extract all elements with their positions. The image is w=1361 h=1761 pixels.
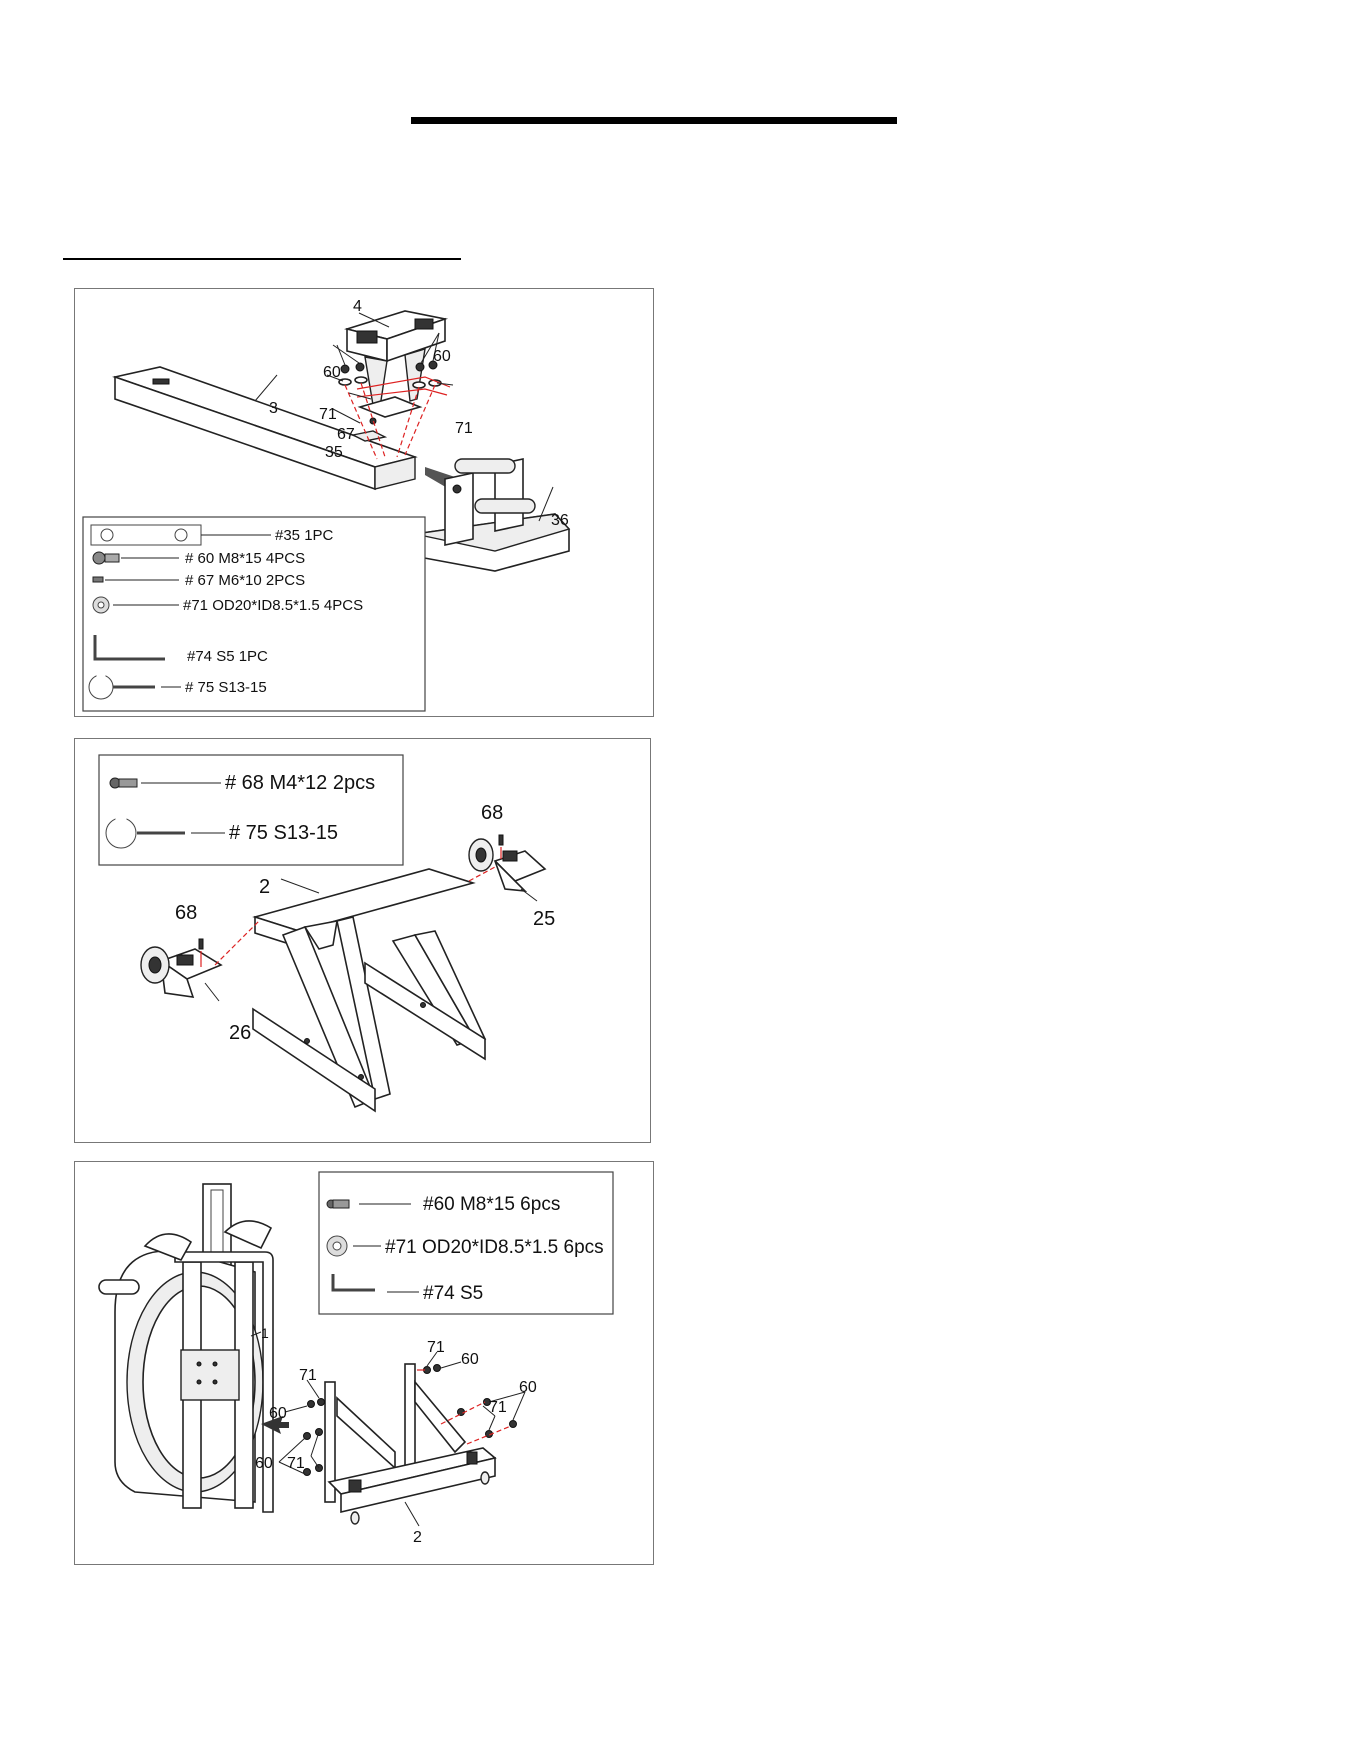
legend-item-71: #71 OD20*ID8.5*1.5 6pcs bbox=[385, 1237, 604, 1258]
step1-panel: 4 60 60 71 71 67 35 3 36 #35 1PC # 60 M8… bbox=[74, 288, 654, 717]
legend-item-68: # 68 M4*12 2pcs bbox=[225, 772, 375, 794]
step3-diagram: #60 M8*15 6pcs #71 OD20*ID8.5*1.5 6pcs #… bbox=[75, 1162, 655, 1566]
callout-4: 4 bbox=[353, 298, 362, 315]
callout-1: 1 bbox=[261, 1325, 269, 1341]
legend-item-35: #35 1PC bbox=[275, 527, 334, 544]
callout-71-left-top: 71 bbox=[299, 1367, 317, 1384]
callout-36: 36 bbox=[551, 512, 569, 529]
bolt-icon bbox=[327, 1200, 349, 1208]
callout-71-left-bottom: 71 bbox=[287, 1455, 305, 1472]
legend-item-74: #74 S5 1PC bbox=[187, 648, 268, 665]
bolt-icon bbox=[93, 552, 119, 564]
step3-parts-legend: #60 M8*15 6pcs #71 OD20*ID8.5*1.5 6pcs #… bbox=[319, 1172, 613, 1314]
callout-60-left-bottom: 60 bbox=[255, 1455, 273, 1472]
right-wheel-part bbox=[469, 839, 545, 891]
screw-icon bbox=[93, 577, 103, 582]
callout-35: 35 bbox=[325, 444, 343, 461]
callout-60-left: 60 bbox=[323, 364, 341, 381]
screw-68-right bbox=[499, 835, 503, 845]
callout-68-left: 68 bbox=[175, 902, 197, 924]
washer-icon bbox=[93, 597, 109, 613]
legend-item-60: #60 M8*15 6pcs bbox=[423, 1194, 560, 1215]
step3-panel: #60 M8*15 6pcs #71 OD20*ID8.5*1.5 6pcs #… bbox=[74, 1161, 654, 1565]
step2-panel: # 68 M4*12 2pcs # 75 S13-15 bbox=[74, 738, 651, 1143]
main-frame-part bbox=[99, 1184, 273, 1512]
callout-67: 67 bbox=[337, 426, 355, 443]
callout-60-left-top: 60 bbox=[269, 1405, 287, 1422]
callout-2: 2 bbox=[259, 876, 270, 898]
legend-item-75: # 75 S13-15 bbox=[185, 679, 267, 696]
callout-25: 25 bbox=[533, 908, 555, 930]
washer-icon bbox=[327, 1236, 347, 1256]
callout-71-right-bottom: 71 bbox=[489, 1399, 507, 1416]
callout-60-right: 60 bbox=[433, 348, 451, 365]
rear-frame-part bbox=[253, 869, 485, 1111]
callout-71-left: 71 bbox=[319, 406, 337, 423]
legend-item-71: #71 OD20*ID8.5*1.5 4PCS bbox=[183, 597, 363, 614]
callout-3: 3 bbox=[269, 400, 278, 417]
legend-item-67: # 67 M6*10 2PCS bbox=[185, 572, 305, 589]
step1-diagram: 4 60 60 71 71 67 35 3 36 #35 1PC # 60 M8… bbox=[75, 289, 655, 718]
callout-60-right-top: 60 bbox=[461, 1351, 479, 1368]
section-heading-rule bbox=[63, 258, 461, 260]
callout-26: 26 bbox=[229, 1022, 251, 1044]
callout-60-right-bottom: 60 bbox=[519, 1379, 537, 1396]
screw-icon bbox=[110, 778, 137, 788]
legend-item-75: # 75 S13-15 bbox=[229, 822, 338, 844]
left-wheel-part bbox=[141, 947, 221, 997]
rear-frame-part bbox=[325, 1364, 495, 1524]
step1-parts-legend: #35 1PC # 60 M8*15 4PCS # 67 M6*10 2PCS … bbox=[83, 517, 425, 711]
step2-diagram: # 68 M4*12 2pcs # 75 S13-15 bbox=[75, 739, 652, 1144]
callout-68-right: 68 bbox=[481, 802, 503, 824]
title-rule bbox=[411, 117, 897, 124]
legend-item-74: #74 S5 bbox=[423, 1283, 483, 1304]
screw-68-left bbox=[199, 939, 203, 949]
step2-parts-legend: # 68 M4*12 2pcs # 75 S13-15 bbox=[99, 755, 403, 865]
legend-item-60: # 60 M8*15 4PCS bbox=[185, 550, 305, 567]
callout-2: 2 bbox=[413, 1529, 422, 1546]
callout-71-right-top: 71 bbox=[427, 1339, 445, 1356]
callout-71-right: 71 bbox=[455, 420, 473, 437]
